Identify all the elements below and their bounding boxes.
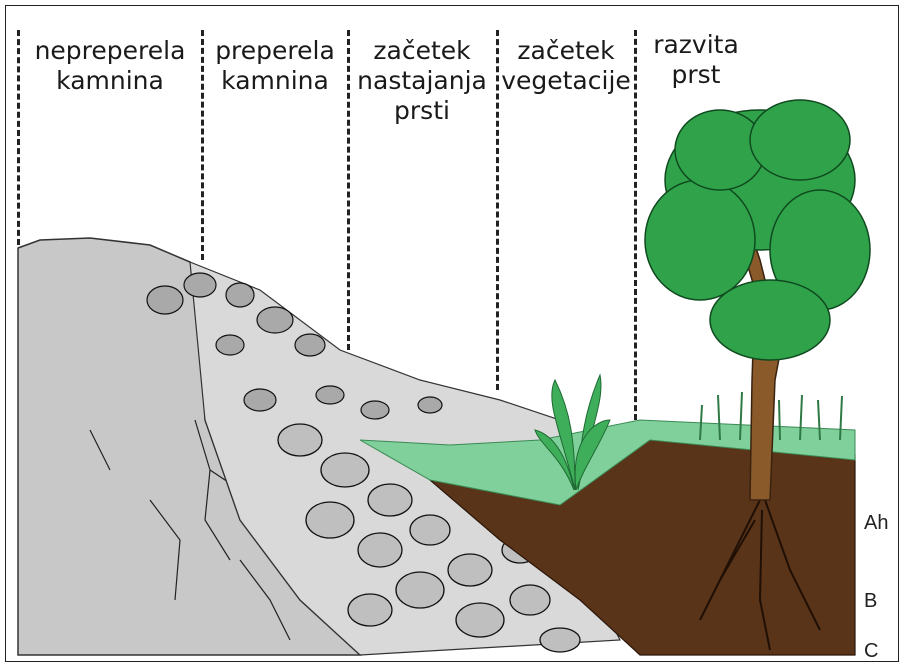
stage-label-line: vegetacije [499, 66, 633, 96]
stage-label-line: kamnina [206, 66, 344, 96]
stage-label-line: prsti [350, 96, 494, 126]
stage-divider-5 [634, 30, 637, 420]
stage-label-developed-soil: razvita prst [640, 30, 752, 90]
stage-label-line: začetek [350, 36, 494, 66]
stage-label-line: nastajanja [350, 66, 494, 96]
horizon-label-c: C [864, 640, 878, 663]
stage-label-line: kamnina [22, 66, 198, 96]
stage-label-line: začetek [499, 36, 633, 66]
stage-label-weathered-rock: preperela kamnina [206, 36, 344, 96]
stage-divider-2 [201, 30, 204, 260]
horizon-label-b: B [864, 590, 877, 613]
horizon-label-ah: Ah [864, 512, 888, 535]
stage-label-line: prst [640, 60, 752, 90]
stage-divider-1 [17, 30, 20, 245]
stage-label-vegetation-start: začetek vegetacije [499, 36, 633, 96]
stage-label-line: preperela [206, 36, 344, 66]
stage-label-soil-formation-start: začetek nastajanja prsti [350, 36, 494, 126]
stage-label-unweathered-rock: nepreperela kamnina [22, 36, 198, 96]
stage-label-line: nepreperela [22, 36, 198, 66]
tree-crown [645, 100, 870, 360]
stage-label-line: razvita [640, 30, 752, 60]
